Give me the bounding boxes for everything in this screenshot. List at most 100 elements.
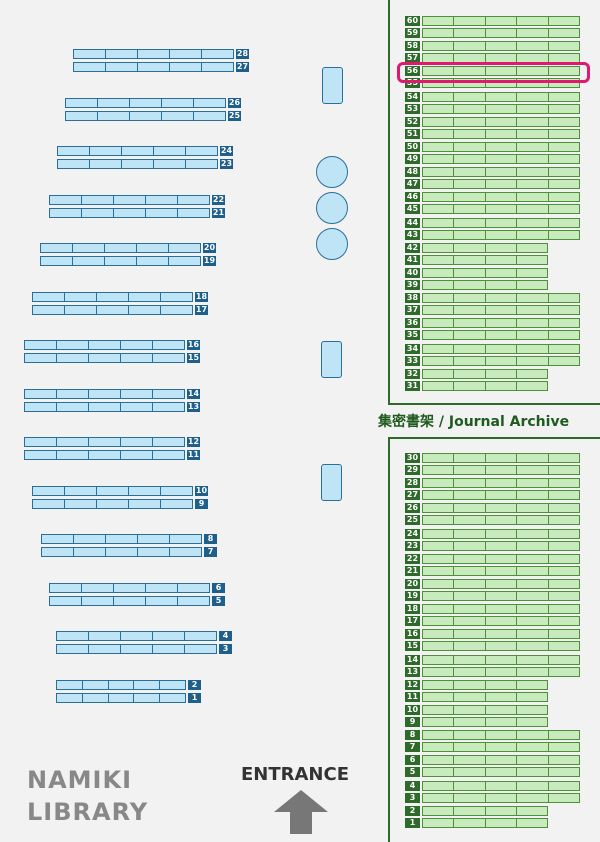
shelf-section — [549, 542, 579, 550]
shelf-section — [486, 781, 518, 790]
shelf-section — [423, 319, 455, 328]
shelf-number-label: 39 — [405, 280, 420, 290]
shelf-section — [129, 487, 161, 495]
shelf-section — [122, 160, 154, 168]
shelf-number-label: 59 — [405, 28, 420, 38]
shelf — [422, 368, 548, 379]
shelf-section — [160, 681, 185, 689]
shelf-number-label: 1 — [405, 817, 420, 828]
shelf-section — [185, 632, 216, 640]
shelf-section — [423, 743, 455, 752]
shelf-section — [549, 42, 579, 50]
shelf-section — [170, 535, 201, 543]
shelf-section — [121, 354, 153, 362]
shelf-number-label: 47 — [405, 179, 420, 190]
shelf — [422, 767, 580, 778]
shelf-section — [486, 617, 518, 626]
shelf-section — [517, 117, 549, 126]
shelf-section — [109, 694, 135, 702]
shelf-section — [138, 63, 170, 71]
shelf-section — [161, 293, 192, 301]
shelf-section — [517, 681, 547, 689]
shelf-section — [129, 293, 161, 301]
shelf-section — [90, 147, 122, 155]
shelf-section — [153, 341, 184, 349]
shelf-section — [517, 819, 547, 827]
shelf-section — [33, 500, 65, 508]
shelf-section — [423, 504, 455, 513]
shelf-section — [423, 143, 455, 151]
shelf-number-label: 16 — [405, 629, 420, 640]
shelf-section — [97, 306, 129, 314]
shelf-section — [454, 466, 486, 474]
shelf-section — [549, 656, 579, 664]
shelf-section — [486, 818, 517, 827]
shelf-section — [41, 244, 73, 252]
shelf-section — [454, 491, 486, 500]
shelf-section — [486, 17, 518, 25]
shelf — [422, 515, 580, 526]
shelf-section — [121, 390, 153, 398]
shelf-number-label: 15 — [405, 641, 420, 652]
shelf-section — [25, 341, 57, 349]
shelf-section — [517, 281, 547, 289]
shelf-section — [82, 597, 114, 605]
shelf-section — [486, 281, 517, 289]
shelf-section — [517, 218, 549, 227]
shelf-section — [454, 143, 486, 151]
shelf-section — [423, 806, 455, 815]
shelf-section — [486, 516, 518, 525]
shelf-section — [486, 680, 517, 689]
shelf-section — [517, 718, 547, 726]
shelf-section — [454, 193, 486, 202]
shelf-section — [486, 642, 518, 651]
shelf-section — [549, 357, 579, 365]
shelf-number-label: 31 — [405, 380, 420, 391]
shelf-section — [549, 454, 579, 462]
shelf-section — [517, 541, 549, 550]
shelf — [56, 680, 186, 690]
shelf-section — [549, 118, 579, 126]
shelf-section — [121, 632, 153, 640]
shelf-section — [423, 255, 455, 264]
shelf — [422, 755, 580, 766]
shelf-section — [106, 548, 138, 556]
shelf-number-label: 6 — [405, 755, 420, 766]
shelf-number-label: 14 — [405, 654, 420, 665]
shelf-section — [50, 597, 82, 605]
shelf-section — [98, 99, 130, 107]
shelf — [422, 204, 580, 215]
shelf-section — [89, 438, 121, 446]
shelf-number-label: 3 — [405, 792, 420, 803]
shelf-number-label: 48 — [405, 167, 420, 178]
shelf-section — [423, 269, 455, 277]
shelf-section — [486, 269, 517, 277]
shelf-section — [153, 390, 184, 398]
journal-archive-zone-upper — [388, 0, 600, 405]
shelf-section — [423, 617, 455, 626]
shelf-section — [66, 99, 98, 107]
shelf-section — [423, 541, 455, 550]
shelf-section — [423, 529, 455, 538]
reading-table — [321, 341, 342, 378]
shelf-section — [153, 438, 184, 446]
shelf-section — [423, 580, 455, 588]
shelf-section — [121, 438, 153, 446]
shelf-section — [454, 680, 486, 689]
shelf-section — [486, 491, 518, 500]
shelf-number-label: 10 — [405, 705, 420, 715]
shelf-number-label: 32 — [405, 368, 420, 379]
shelf-section — [517, 180, 549, 189]
shelf-section — [517, 504, 549, 513]
shelf-section — [423, 306, 455, 315]
shelf — [422, 380, 548, 391]
shelf-section — [486, 454, 518, 462]
shelf — [40, 243, 201, 253]
shelf-section — [25, 438, 57, 446]
shelf-section — [423, 243, 455, 252]
shelf — [422, 318, 580, 329]
shelf-section — [486, 605, 518, 614]
shelf — [422, 629, 580, 640]
shelf-section — [486, 630, 518, 639]
shelf-section — [486, 294, 518, 303]
